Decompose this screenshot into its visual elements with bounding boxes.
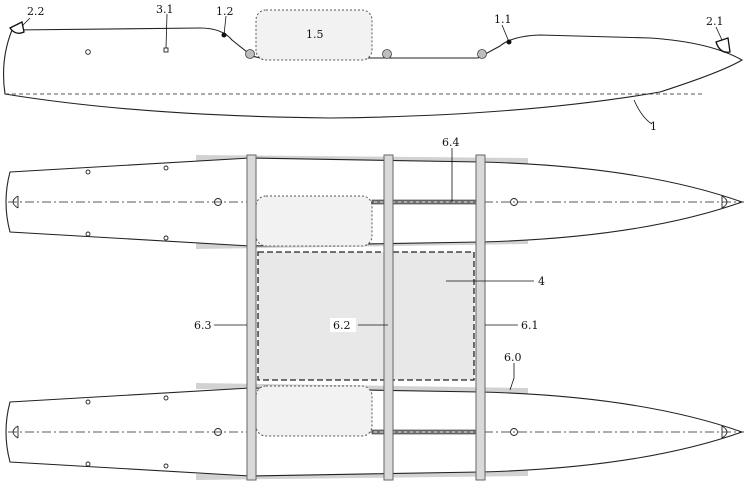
deck-panel bbox=[257, 251, 475, 381]
label-notch-rear: 1.2 bbox=[216, 5, 234, 18]
upper-bow-fitting-icon bbox=[721, 195, 728, 209]
lower-stern-fitting-icon bbox=[12, 425, 19, 439]
leader bbox=[633, 99, 653, 125]
hatch-icon bbox=[510, 428, 518, 436]
hatch-icon bbox=[214, 428, 222, 436]
label-beam-lower: 6.0 bbox=[504, 351, 522, 364]
leader bbox=[165, 13, 168, 49]
leader bbox=[501, 24, 510, 43]
stern-fitting-icon bbox=[9, 21, 25, 34]
beam-middle bbox=[383, 154, 394, 481]
side-port-icon bbox=[85, 49, 91, 55]
top-view: 6.4 4 6.3 6.2 6.1 6.0 bbox=[5, 136, 744, 481]
beam-rear bbox=[246, 154, 257, 481]
leader bbox=[223, 15, 227, 36]
label-stern-fitting: 2.2 bbox=[27, 5, 45, 18]
label-hull: 1 bbox=[650, 120, 657, 133]
beam-front bbox=[475, 154, 486, 481]
side-bolt-icon bbox=[477, 49, 487, 59]
label-deck: 4 bbox=[538, 275, 545, 288]
label-port-small: 3.1 bbox=[156, 3, 174, 16]
leader bbox=[715, 26, 723, 41]
label-notch-front: 1.1 bbox=[494, 13, 512, 26]
leader bbox=[21, 17, 31, 27]
port-icon bbox=[163, 395, 169, 401]
port-icon bbox=[85, 231, 91, 237]
port-icon bbox=[163, 165, 169, 171]
hatch-icon bbox=[510, 198, 518, 206]
port-icon bbox=[85, 461, 91, 467]
label-beam-rear: 6.3 bbox=[194, 319, 212, 332]
side-view: 2.2 3.1 1.2 1.5 1.1 2.1 1 bbox=[3, 3, 744, 133]
leader bbox=[509, 363, 515, 391]
label-beam-middle: 6.2 bbox=[333, 319, 351, 332]
label-central-box: 1.5 bbox=[306, 28, 324, 41]
side-hull bbox=[3, 27, 744, 119]
label-bg bbox=[330, 318, 356, 332]
side-central-box bbox=[255, 9, 373, 61]
port-icon bbox=[85, 169, 91, 175]
port-icon bbox=[163, 463, 169, 469]
lower-cockpit-outline bbox=[255, 385, 373, 437]
upper-cockpit-outline bbox=[255, 195, 373, 247]
port-icon bbox=[163, 235, 169, 241]
hatch-icon bbox=[214, 198, 222, 206]
lower-bow-fitting-icon bbox=[721, 425, 728, 439]
port-icon bbox=[85, 399, 91, 405]
upper-stern-fitting-icon bbox=[12, 195, 19, 209]
label-rod: 6.4 bbox=[442, 136, 460, 149]
side-bolt-icon bbox=[245, 49, 255, 59]
label-bow-fitting: 2.1 bbox=[706, 15, 724, 28]
label-beam-front: 6.1 bbox=[521, 319, 539, 332]
bow-fitting-icon bbox=[715, 37, 731, 53]
side-bolt-icon bbox=[382, 49, 392, 59]
